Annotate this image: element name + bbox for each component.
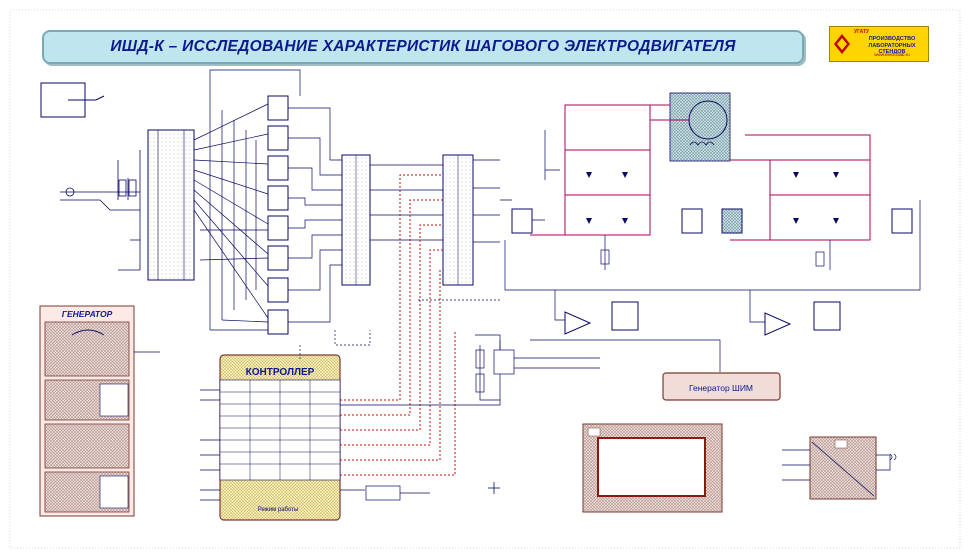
logo-line-1: УГАТУ — [854, 29, 870, 35]
comparators — [564, 301, 841, 336]
page-border — [9, 9, 961, 549]
logo-line-2: ПРОИЗВОДСТВО ЛАБОРАТОРНЫХ СТЕНДОВ — [856, 36, 928, 56]
pwm-generator-label: Генератор ШИМ — [689, 383, 753, 393]
logic-wiring — [193, 69, 342, 331]
logo-line-2b: ЛАБОРАТОРНЫХ СТЕНДОВ — [868, 42, 916, 56]
bridge-lower-wiring — [500, 130, 921, 372]
mode-label: Режим работы — [258, 507, 299, 513]
controller-label: КОНТРОЛЛЕР — [246, 367, 315, 378]
manufacturer-logo: УГАТУ ПРОИЗВОДСТВО ЛАБОРАТОРНЫХ СТЕНДОВ … — [829, 26, 929, 62]
pwm-generator-box — [662, 372, 781, 401]
ground-marker — [488, 482, 500, 494]
controller-block — [219, 354, 341, 521]
logic-gate-column — [267, 95, 289, 335]
logo-line-3: www.electrolab.ru — [874, 52, 910, 57]
power-switch-block — [40, 82, 105, 118]
page-title: ИШД-К – ИССЛЕДОВАНИЕ ХАРАКТЕРИСТИК ШАГОВ… — [110, 38, 736, 55]
logo-line-2a: ПРОИЗВОДСТВО — [868, 36, 916, 42]
middle-wiring — [370, 159, 500, 243]
bridge-drivers — [511, 208, 913, 234]
ic-buffer-middle — [341, 154, 474, 286]
h-bridge-right — [730, 134, 871, 241]
stepper-motor — [669, 92, 731, 162]
signal-wires-red — [340, 174, 456, 476]
speed-control — [475, 334, 600, 401]
oscilloscope-display — [582, 423, 723, 513]
ic-decoder-left — [147, 129, 195, 281]
title-banner: ИШД-К – ИССЛЕДОВАНИЕ ХАРАКТЕРИСТИК ШАГОВ… — [42, 30, 804, 64]
logo-emblem-icon — [834, 34, 850, 54]
dashed-feedback — [299, 299, 500, 360]
input-wiring — [60, 150, 141, 271]
bridge-diodes — [586, 172, 839, 224]
h-bridge-left — [530, 104, 690, 236]
power-supply-block — [782, 436, 897, 500]
generator-label: ГЕНЕРАТОР — [62, 309, 113, 319]
generator-block — [39, 305, 160, 517]
